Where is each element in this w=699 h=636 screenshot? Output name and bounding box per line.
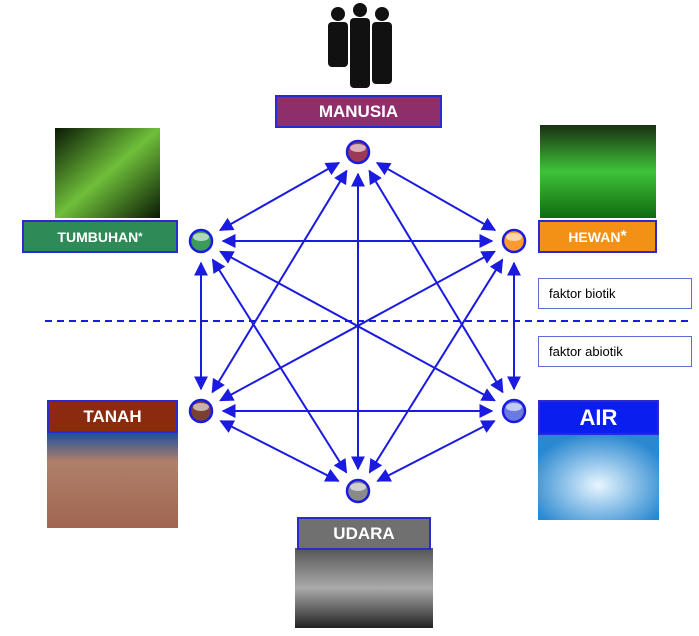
- label-text: MANUSIA: [318, 101, 399, 121]
- node-highlight: [350, 483, 366, 491]
- water-splash-image: [538, 433, 659, 520]
- biotic-factor-box: faktor biotik: [538, 278, 692, 309]
- label-manusia: MANUSIA: [275, 95, 442, 128]
- label-text: AIR: [579, 404, 618, 430]
- asterisk: *: [620, 227, 627, 245]
- tornado-image: [295, 548, 433, 628]
- node-highlight: [506, 403, 522, 411]
- asterisk: *: [138, 230, 143, 243]
- arrow-manusia-tanah: [211, 169, 348, 394]
- label-tumbuhan: TUMBUHAN*: [22, 220, 178, 253]
- snake-image: [540, 125, 656, 218]
- label-tanah: TANAH: [47, 400, 178, 433]
- label-hewan: HEWAN*: [538, 220, 657, 253]
- arrow-air-udara: [376, 420, 496, 482]
- plant-image: [55, 128, 160, 218]
- arrow-tanah-udara: [219, 420, 340, 482]
- arrow-manusia-hewan: [375, 162, 497, 231]
- rock-cliff-image: [47, 433, 178, 528]
- label-text: HEWAN: [568, 228, 621, 245]
- node-highlight: [193, 403, 209, 411]
- label-udara: UDARA: [297, 517, 431, 550]
- arrow-tumbuhan-udara: [211, 258, 348, 474]
- node-highlight: [193, 233, 209, 241]
- node-highlight: [350, 144, 366, 152]
- biotic-label: faktor biotik: [549, 286, 616, 301]
- arrow-hewan-udara: [368, 258, 504, 474]
- arrow-manusia-air: [368, 169, 504, 394]
- arrow-manusia-tumbuhan: [218, 161, 341, 232]
- node-highlight: [506, 233, 522, 241]
- label-text: TANAH: [83, 406, 142, 426]
- label-air: AIR: [538, 400, 659, 435]
- abiotic-factor-box: faktor abiotik: [538, 336, 692, 367]
- abiotic-label: faktor abiotik: [549, 344, 623, 359]
- label-text: UDARA: [333, 523, 395, 543]
- people-silhouette-image: [328, 3, 392, 88]
- label-text: TUMBUHAN: [57, 228, 139, 245]
